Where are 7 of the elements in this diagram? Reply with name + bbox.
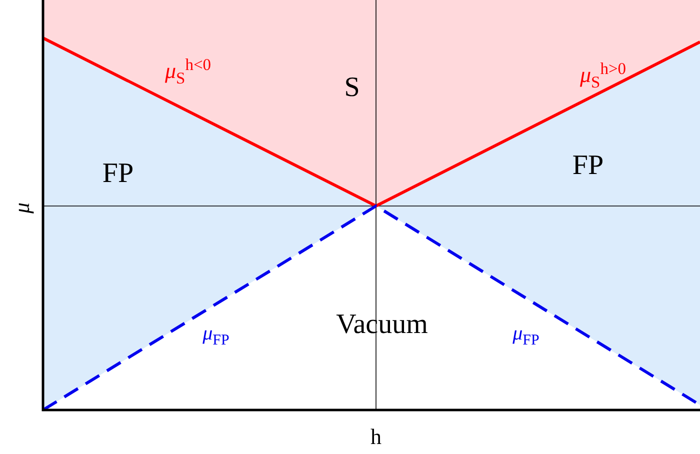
region-label: FP <box>102 160 134 188</box>
axis-label: μ <box>11 202 33 214</box>
region-label: S <box>344 74 360 102</box>
boundary-label: μ$_{FP}$ <box>512 324 540 348</box>
region-label: FP <box>572 152 604 180</box>
axis-label: h <box>370 426 382 448</box>
boundary-label: μ$_{FP}$ <box>202 324 230 348</box>
